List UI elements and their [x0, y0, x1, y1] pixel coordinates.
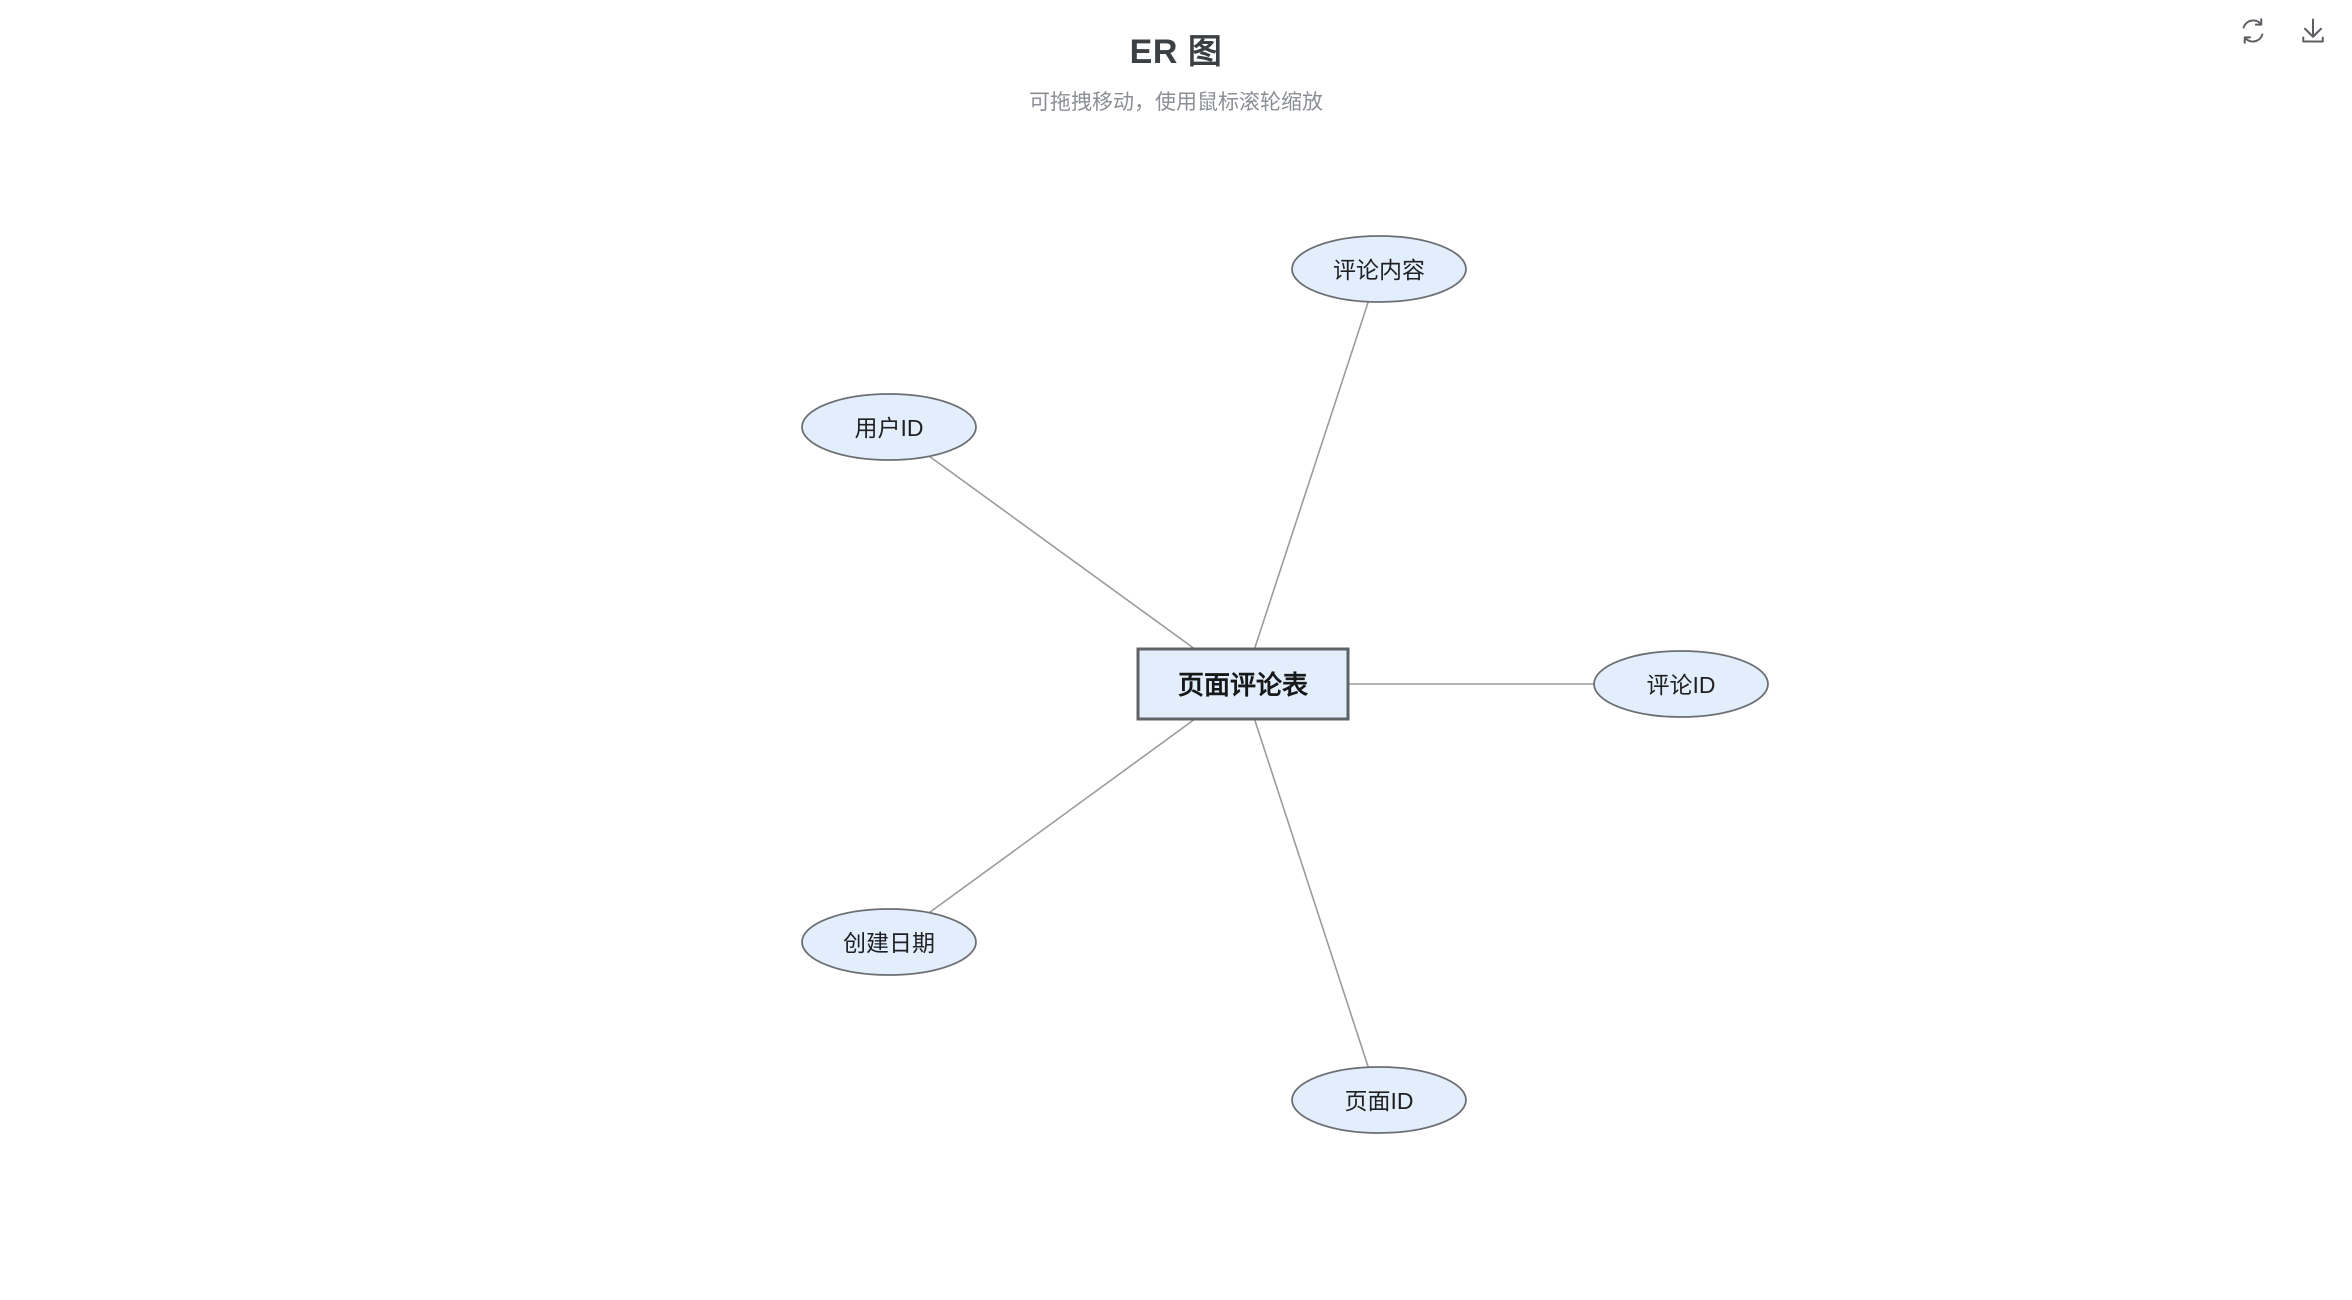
er-attribute-label: 创建日期 — [843, 930, 935, 956]
er-attribute-node-user-id[interactable]: 用户ID — [801, 393, 977, 461]
refresh-icon — [2238, 16, 2268, 46]
er-entity-label: 页面评论表 — [1178, 670, 1309, 700]
er-edge-page-id — [1253, 718, 1370, 1068]
er-attribute-label: 评论内容 — [1333, 257, 1425, 283]
er-attribute-label: 用户ID — [855, 415, 924, 441]
er-edge-user-id — [928, 455, 1196, 650]
diagram-toolbar — [2236, 14, 2330, 48]
download-button[interactable] — [2296, 14, 2330, 48]
er-edge-create-date — [928, 718, 1196, 914]
er-attribute-node-page-id[interactable]: 页面ID — [1291, 1066, 1467, 1134]
download-icon — [2298, 16, 2328, 46]
edge-layer — [928, 301, 1594, 1068]
reset-view-button[interactable] — [2236, 14, 2270, 48]
er-entity-node[interactable]: 页面评论表 — [1136, 647, 1350, 721]
er-edge-comment-content — [1253, 301, 1370, 650]
er-attribute-node-create-date[interactable]: 创建日期 — [801, 908, 977, 976]
er-attribute-node-comment-id[interactable]: 评论ID — [1593, 650, 1769, 718]
er-attribute-node-comment-content[interactable]: 评论内容 — [1291, 235, 1467, 303]
er-attribute-label: 页面ID — [1345, 1088, 1414, 1114]
er-attribute-label: 评论ID — [1647, 672, 1716, 698]
